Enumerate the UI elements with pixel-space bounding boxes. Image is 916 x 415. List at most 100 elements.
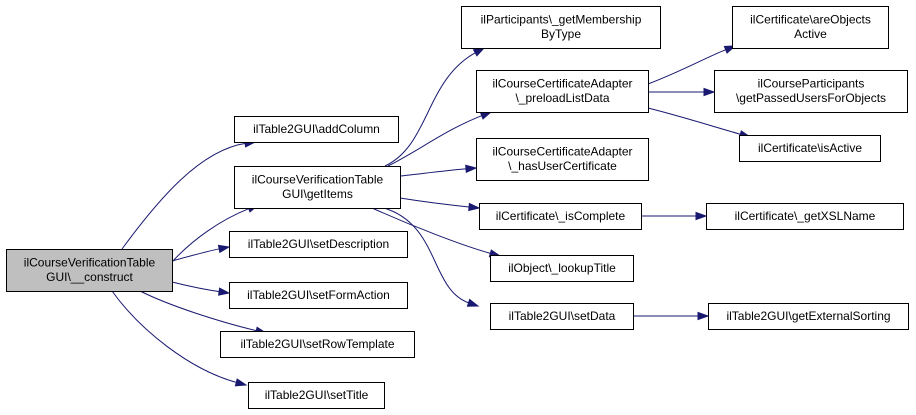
edge-getItems-to-setData xyxy=(383,207,480,307)
edge-arrowhead xyxy=(465,164,478,174)
edge-arrowhead xyxy=(703,87,716,97)
edge-getItems-to-preloadListData xyxy=(387,111,493,167)
node-setRowTemplate[interactable]: ilTable2GUI\setRowTemplate xyxy=(220,331,415,358)
node-box xyxy=(490,255,634,282)
edge-line xyxy=(647,48,727,85)
node-label-line: ilTable2GUI\getExternalSorting xyxy=(726,309,890,323)
node-getPassedUsersForObjects[interactable]: ilCourseParticipants\getPassedUsersForOb… xyxy=(714,70,908,113)
node-addColumn[interactable]: ilTable2GUI\addColumn xyxy=(234,116,399,143)
node-box xyxy=(708,303,909,330)
node-box xyxy=(248,382,385,409)
edge-arrowhead xyxy=(217,244,231,254)
nodes-layer: ilCourseVerificationTableGUI\__construct… xyxy=(6,6,909,409)
edges-layer xyxy=(111,45,752,387)
edge-construct-to-setTitle xyxy=(111,290,248,387)
node-box xyxy=(229,231,408,258)
edge-construct-to-setFormAction xyxy=(171,281,231,296)
node-setData[interactable]: ilTable2GUI\setData xyxy=(490,303,634,330)
node-setDescription[interactable]: ilTable2GUI\setDescription xyxy=(229,231,408,258)
node-lookupTitle[interactable]: ilObject\_lookupTitle xyxy=(490,255,634,282)
node-label-line: GUI\getItems xyxy=(282,187,353,201)
node-box xyxy=(476,70,649,113)
node-label-line: ilCertificate\areObjects xyxy=(750,13,871,27)
node-box xyxy=(739,135,881,162)
node-hasUserCertificate[interactable]: ilCourseCertificateAdapter\_hasUserCerti… xyxy=(476,138,649,181)
edge-construct-to-setDescription xyxy=(171,244,231,262)
edge-line xyxy=(111,290,238,384)
node-box xyxy=(234,166,401,209)
edge-setData-to-getExternalSorting xyxy=(632,311,710,321)
node-setTitle[interactable]: ilTable2GUI\setTitle xyxy=(248,382,385,409)
edge-arrowhead xyxy=(218,287,231,296)
node-box xyxy=(476,138,649,181)
node-label-line: ilTable2GUI\setRowTemplate xyxy=(240,337,394,351)
edge-line xyxy=(384,51,477,167)
node-label-line: ilCourseCertificateAdapter xyxy=(492,77,632,91)
edge-preloadListData-to-getPassedUsersForObjects xyxy=(648,87,716,97)
node-label-line: ilCourseVerificationTable xyxy=(24,256,156,270)
node-isActive[interactable]: ilCertificate\isActive xyxy=(739,135,881,162)
node-label-line: GUI\__construct xyxy=(46,270,133,284)
node-label-line: ilTable2GUI\addColumn xyxy=(253,122,380,136)
node-label-line: ilCertificate\_getXSLName xyxy=(735,209,876,223)
node-label-line: ilCourseVerificationTable xyxy=(252,173,384,187)
edge-isComplete-to-getXSLName xyxy=(640,211,708,221)
edge-arrowhead xyxy=(472,47,486,57)
edge-arrowhead xyxy=(234,378,248,387)
node-isComplete[interactable]: ilCertificate\_isComplete xyxy=(479,203,642,230)
node-box xyxy=(732,6,889,49)
node-label-line: ilTable2GUI\setFormAction xyxy=(247,288,390,302)
edge-arrowhead xyxy=(697,311,710,321)
node-label-line: \_preloadListData xyxy=(515,91,609,105)
edge-line xyxy=(171,281,221,293)
edge-arrowhead xyxy=(695,211,708,221)
node-box xyxy=(490,303,634,330)
node-box xyxy=(714,70,908,113)
node-label-line: ilTable2GUI\setData xyxy=(509,309,616,323)
node-label-line: \getPassedUsersForObjects xyxy=(736,91,886,105)
node-box xyxy=(706,203,904,230)
edge-line xyxy=(383,207,470,304)
edge-getItems-to-hasUserCertificate xyxy=(399,164,478,177)
edge-getItems-to-isComplete xyxy=(399,197,481,212)
node-label-line: ByType xyxy=(541,27,581,41)
node-label-line: ilCourseParticipants xyxy=(758,77,865,91)
node-box xyxy=(461,6,661,49)
edge-line xyxy=(399,168,468,177)
node-label-line: ilCourseCertificateAdapter xyxy=(492,145,632,159)
node-box xyxy=(479,203,642,230)
node-setFormAction[interactable]: ilTable2GUI\setFormAction xyxy=(229,282,408,309)
node-getExternalSorting[interactable]: ilTable2GUI\getExternalSorting xyxy=(708,303,909,330)
node-box xyxy=(229,282,408,309)
edge-arrowhead xyxy=(466,298,480,307)
edge-line xyxy=(399,197,471,208)
node-label-line: ilParticipants\_getMembership xyxy=(481,13,642,27)
edge-line xyxy=(387,114,483,167)
node-getXSLName[interactable]: ilCertificate\_getXSLName xyxy=(706,203,904,230)
edge-line xyxy=(121,142,247,250)
node-label-line: \_hasUserCertificate xyxy=(508,159,617,173)
node-preloadListData[interactable]: ilCourseCertificateAdapter\_preloadListD… xyxy=(476,70,649,113)
edge-line xyxy=(647,107,742,136)
edge-arrowhead xyxy=(468,202,481,212)
node-label-line: ilTable2GUI\setTitle xyxy=(265,388,369,402)
node-label-line: ilObject\_lookupTitle xyxy=(508,261,616,275)
edge-getItems-to-getMembershipByType xyxy=(384,47,486,167)
edge-line xyxy=(139,290,258,332)
edge-line xyxy=(371,207,492,255)
node-label-line: ilCertificate\isActive xyxy=(758,141,862,155)
node-box xyxy=(6,249,173,292)
node-label-line: ilCertificate\_isComplete xyxy=(496,209,626,223)
node-label-line: Active xyxy=(794,27,827,41)
node-label-line: ilTable2GUI\setDescription xyxy=(248,237,389,251)
node-box xyxy=(234,116,399,143)
edge-line xyxy=(171,248,221,262)
edge-arrowhead xyxy=(479,111,493,120)
node-box xyxy=(220,331,415,358)
edge-line xyxy=(171,207,250,263)
